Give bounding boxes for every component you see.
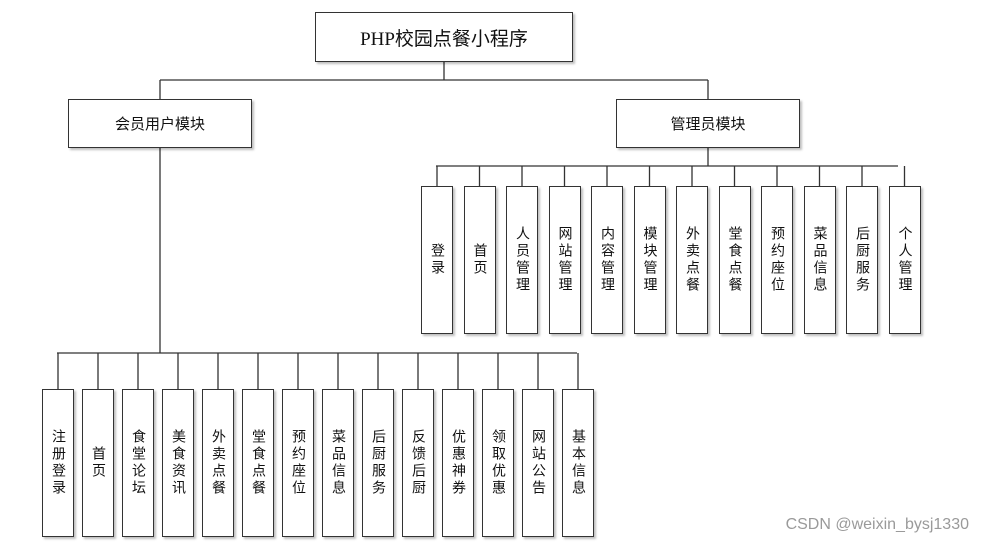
member-leaf-5: 外卖点餐: [202, 389, 234, 537]
member-leaf-label: 食堂论坛: [130, 429, 146, 497]
member-leaf-12: 领取优惠: [482, 389, 514, 537]
member-leaf-2: 首页: [82, 389, 114, 537]
admin-leaf-12: 个人管理: [888, 186, 921, 334]
member-leaf-label: 外卖点餐: [210, 429, 226, 497]
admin-leaf-4: 网站管理: [548, 186, 581, 334]
member-leaf-10: 反馈后厨: [402, 389, 434, 537]
member-leaf-14: 基本信息: [562, 389, 594, 537]
member-leaf-13: 网站公告: [522, 389, 554, 537]
member-leaf-label: 领取优惠: [490, 429, 506, 497]
member-leaf-9: 后厨服务: [362, 389, 394, 537]
admin-leaf-label: 预约座位: [769, 226, 785, 294]
admin-leaf-label: 堂食点餐: [726, 226, 743, 294]
root-node: PHP校园点餐小程序: [315, 12, 573, 62]
member-module-node: 会员用户模块: [68, 99, 252, 148]
member-leaf-11: 优惠神券: [442, 389, 474, 537]
admin-leaf-label: 人员管理: [514, 226, 530, 294]
member-leaf-8: 菜品信息: [322, 389, 354, 537]
admin-leaf-label: 登录: [429, 243, 445, 277]
member-leaf-7: 预约座位: [282, 389, 314, 537]
member-leaf-label: 注册登录: [50, 429, 66, 497]
admin-leaf-label: 个人管理: [896, 226, 913, 294]
admin-leaf-2: 首页: [463, 186, 496, 334]
member-module-title: 会员用户模块: [114, 115, 205, 133]
member-leaf-label: 优惠神券: [450, 429, 466, 497]
admin-leaf-label: 内容管理: [599, 226, 615, 294]
member-leaf-label: 美食资讯: [170, 429, 186, 497]
admin-module-title: 管理员模块: [670, 115, 746, 133]
admin-leaf-10: 菜品信息: [803, 186, 836, 334]
member-leaf-label: 基本信息: [570, 429, 586, 497]
admin-leaf-8: 堂食点餐: [718, 186, 751, 334]
member-leaf-label: 菜品信息: [330, 429, 346, 497]
member-leaf-1: 注册登录: [42, 389, 74, 537]
admin-leaf-3: 人员管理: [506, 186, 538, 334]
member-leaf-label: 预约座位: [290, 429, 306, 497]
admin-leaf-1: 登录: [421, 186, 453, 334]
admin-leaf-label: 外卖点餐: [684, 226, 700, 294]
root-title: PHP校园点餐小程序: [360, 28, 528, 50]
member-leaf-6: 堂食点餐: [242, 389, 274, 537]
admin-leaf-label: 菜品信息: [811, 226, 828, 294]
admin-module-node: 管理员模块: [616, 99, 800, 148]
member-leaf-3: 食堂论坛: [122, 389, 154, 537]
member-leaf-label: 网站公告: [530, 429, 546, 497]
member-leaf-4: 美食资讯: [162, 389, 194, 537]
admin-leaf-5: 内容管理: [591, 186, 623, 334]
admin-leaf-label: 首页: [471, 243, 488, 277]
admin-leaf-9: 预约座位: [761, 186, 793, 334]
admin-leaf-7: 外卖点餐: [676, 186, 708, 334]
member-leaf-label: 反馈后厨: [410, 429, 426, 497]
admin-leaf-label: 模块管理: [641, 226, 658, 294]
watermark: CSDN @weixin_bysj1330: [785, 516, 969, 533]
member-leaf-label: 后厨服务: [370, 429, 386, 497]
admin-leaf-6: 模块管理: [633, 186, 666, 334]
member-leaf-label: 首页: [90, 446, 106, 480]
admin-leaf-label: 后厨服务: [854, 226, 870, 294]
admin-leaf-label: 网站管理: [556, 226, 573, 294]
member-leaf-label: 堂食点餐: [250, 429, 266, 497]
admin-leaf-11: 后厨服务: [846, 186, 878, 334]
